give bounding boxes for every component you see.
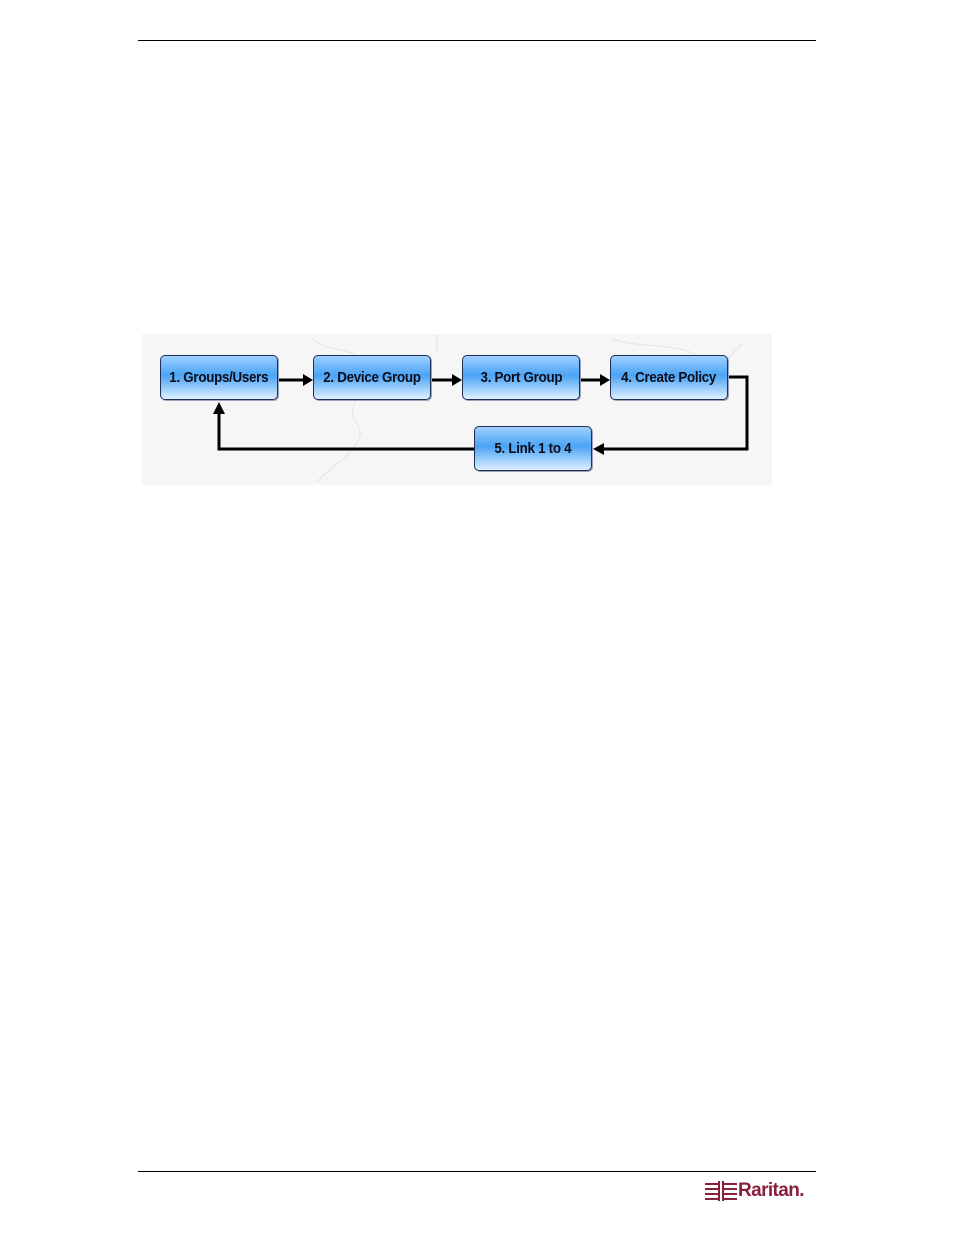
header-rule: [138, 40, 816, 41]
step-label: 1. Groups/Users: [170, 370, 269, 386]
step-label: 5. Link 1 to 4: [495, 441, 572, 457]
step-box-port-group: 3. Port Group: [462, 355, 580, 400]
step-box-create-policy: 4. Create Policy: [610, 355, 728, 400]
workflow-diagram: 1. Groups/Users 2. Device Group 3. Port …: [142, 334, 772, 485]
raritan-logo-icon: [705, 1180, 737, 1202]
arrowhead-3-to-4: [600, 374, 610, 386]
arrowhead-1-to-2: [303, 374, 313, 386]
step-box-link-1-to-4: 5. Link 1 to 4: [474, 426, 592, 471]
step-label: 2. Device Group: [323, 370, 420, 386]
raritan-logo: Raritan.: [705, 1178, 804, 1204]
footer-rule: [138, 1171, 816, 1172]
arrowhead-4-to-5: [593, 443, 604, 455]
step-label: 4. Create Policy: [622, 370, 717, 386]
step-box-groups-users: 1. Groups/Users: [160, 355, 278, 400]
step-label: 3. Port Group: [480, 370, 562, 386]
logo-wordmark: Raritan.: [738, 1180, 804, 1202]
arrowhead-5-to-1: [213, 402, 225, 414]
arrow-5-to-1: [219, 414, 474, 449]
step-box-device-group: 2. Device Group: [313, 355, 431, 400]
arrowhead-2-to-3: [452, 374, 462, 386]
